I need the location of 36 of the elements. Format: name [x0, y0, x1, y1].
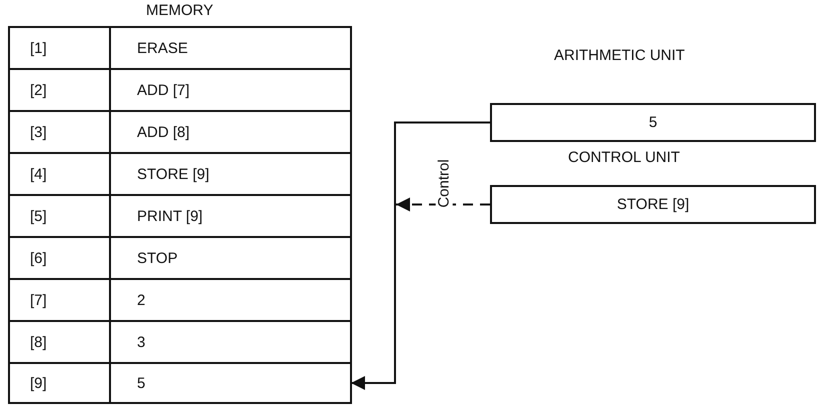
cell-content: 5: [137, 374, 146, 394]
memory-row: [8, 320, 352, 364]
cell-content: ADD [7]: [137, 80, 190, 100]
memory-row: [8, 236, 352, 280]
memory-row: [8, 68, 352, 112]
cell-content: STOP: [137, 248, 178, 268]
memory-row: [8, 110, 352, 154]
address-text: [5]: [30, 206, 47, 226]
cell-content: ERASE: [137, 38, 188, 58]
unit-heading: ARITHMETIC UNIT: [554, 47, 685, 64]
dashed-arrow: [396, 198, 490, 212]
cell-content: STORE [9]: [137, 164, 210, 184]
cell-content: PRINT [9]: [137, 206, 203, 226]
register-value: STORE [9]: [616, 195, 690, 215]
address-text: [7]: [30, 290, 47, 310]
memory-row: [8, 26, 352, 70]
address-text: [1]: [30, 38, 47, 58]
arrow: [351, 122, 490, 390]
address-text: [4]: [30, 164, 47, 184]
cell-content: 3: [137, 332, 146, 352]
cell-content: 2: [137, 290, 146, 310]
memory-row: [8, 278, 352, 322]
address-text: [8]: [30, 332, 47, 352]
address-text: [3]: [30, 122, 47, 142]
address-text: [2]: [30, 80, 47, 100]
memory-row: [8, 152, 352, 196]
unit-heading: CONTROL UNIT: [568, 149, 680, 166]
memory-row: [8, 362, 352, 404]
memory-row: [8, 194, 352, 238]
table-heading: MEMORY: [146, 2, 214, 19]
address-text: [6]: [30, 248, 47, 268]
address-text: [9]: [30, 374, 47, 394]
cell-content: ADD [8]: [137, 122, 190, 142]
register-box: [490, 103, 816, 142]
register-value: 5: [648, 113, 658, 133]
register-box: [490, 185, 816, 224]
